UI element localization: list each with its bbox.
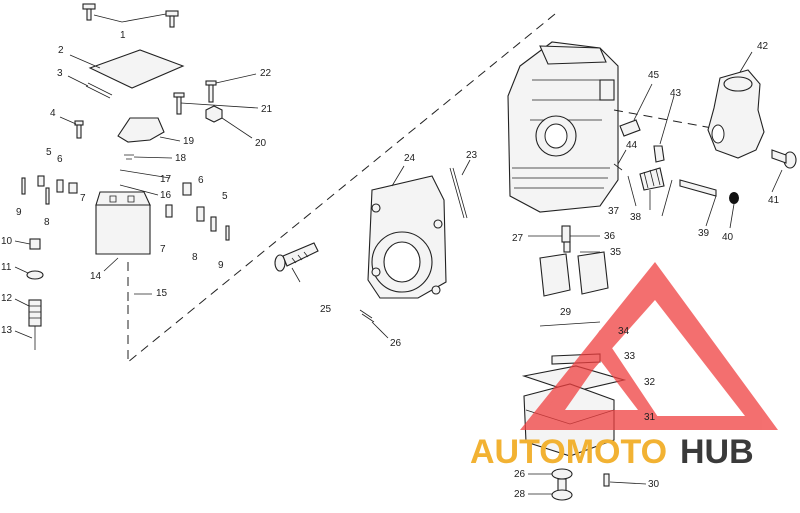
part-label-31: 31: [644, 412, 656, 423]
part-flange-gasket: [449, 167, 468, 219]
part-small-fittings-left: [21, 175, 78, 205]
part-long-bolt: [274, 242, 319, 272]
part-label-26: 26: [390, 338, 402, 349]
part-label-39: 39: [698, 228, 710, 239]
part-label-2: 2: [58, 45, 64, 56]
part-label-14: 14: [90, 271, 102, 282]
part-label-8-5: 8: [192, 252, 198, 263]
part-label-9: 9: [16, 207, 22, 218]
part-label-19: 19: [183, 136, 195, 147]
part-label-6: 6: [57, 154, 63, 165]
part-label-12: 12: [1, 293, 13, 304]
cover-alignment-line: [613, 109, 713, 129]
watermark-logo: [520, 262, 778, 430]
part-label-25: 25: [320, 304, 332, 315]
part-label-10: 10: [1, 236, 13, 247]
part-plug: [653, 145, 665, 163]
part-drain-screw: [551, 468, 610, 501]
part-top-cover: [707, 69, 765, 159]
part-label-22: 22: [260, 68, 272, 79]
part-clip: [124, 154, 134, 160]
part-label-34: 34: [618, 326, 630, 337]
part-cover-screw: [771, 149, 797, 169]
part-label-3: 3: [57, 68, 63, 79]
part-label-1: 1: [120, 30, 126, 41]
part-label-13: 13: [1, 325, 13, 336]
part-small-screw: [74, 120, 84, 139]
part-float-pin: [539, 321, 601, 327]
part-small-fittings-right: [165, 182, 230, 241]
part-label-5: 5: [46, 147, 52, 158]
part-label-5-2: 5: [222, 191, 228, 202]
part-intake-flange: [367, 175, 447, 299]
part-clip-44: [613, 163, 623, 171]
part-label-35: 35: [610, 247, 622, 258]
part-label-4: 4: [50, 108, 56, 119]
part-label-18: 18: [175, 153, 187, 164]
part-label-20: 20: [255, 138, 267, 149]
part-label-43: 43: [670, 88, 682, 99]
part-label-6-3: 6: [198, 175, 204, 186]
part-ball: [729, 192, 739, 204]
part-label-32: 32: [644, 377, 656, 388]
part-cover-plate: [88, 49, 185, 89]
part-label-21: 21: [261, 104, 273, 115]
part-label-45: 45: [648, 70, 660, 81]
part-bracket: [117, 117, 165, 143]
part-label-27: 27: [512, 233, 524, 244]
part-label-16: 16: [160, 190, 172, 201]
part-nozzle: [619, 119, 641, 137]
watermark-text-hub: HUB: [680, 433, 754, 471]
part-label-37: 37: [608, 206, 620, 217]
part-label-42: 42: [757, 41, 769, 52]
part-label-7-4: 7: [160, 244, 166, 255]
part-spring: [639, 167, 665, 191]
part-float-chamber: [95, 204, 151, 255]
part-label-40: 40: [722, 232, 734, 243]
part-label-23: 23: [466, 150, 478, 161]
part-retainer-clip: [359, 309, 375, 323]
part-label-24: 24: [404, 153, 416, 164]
part-main-jet: [528, 225, 600, 253]
part-label-26-7: 26: [514, 469, 526, 480]
part-gasket: [85, 82, 113, 99]
part-label-30: 30: [648, 479, 660, 490]
part-label-17: 17: [160, 174, 172, 185]
part-label-29: 29: [560, 307, 572, 318]
part-label-7: 7: [80, 193, 86, 204]
part-needle-stack: [26, 238, 44, 350]
part-label-15: 15: [156, 288, 168, 299]
part-label-36: 36: [604, 231, 616, 242]
part-adjust-screw: [679, 179, 717, 197]
part-label-33: 33: [624, 351, 636, 362]
part-label-11: 11: [1, 262, 12, 273]
part-float: [539, 251, 609, 297]
part-label-28: 28: [514, 489, 526, 500]
part-label-41: 41: [768, 195, 780, 206]
watermark-text-automoto: AUTOMOTO: [470, 433, 667, 471]
part-label-38: 38: [630, 212, 642, 223]
part-label-9-6: 9: [218, 260, 224, 271]
part-label-8: 8: [44, 217, 50, 228]
part-nut: [205, 105, 223, 123]
part-label-44: 44: [626, 140, 638, 151]
part-screw-pair: [82, 3, 179, 28]
section-divider-line: [127, 13, 556, 363]
part-carburetor-body: [507, 41, 619, 213]
